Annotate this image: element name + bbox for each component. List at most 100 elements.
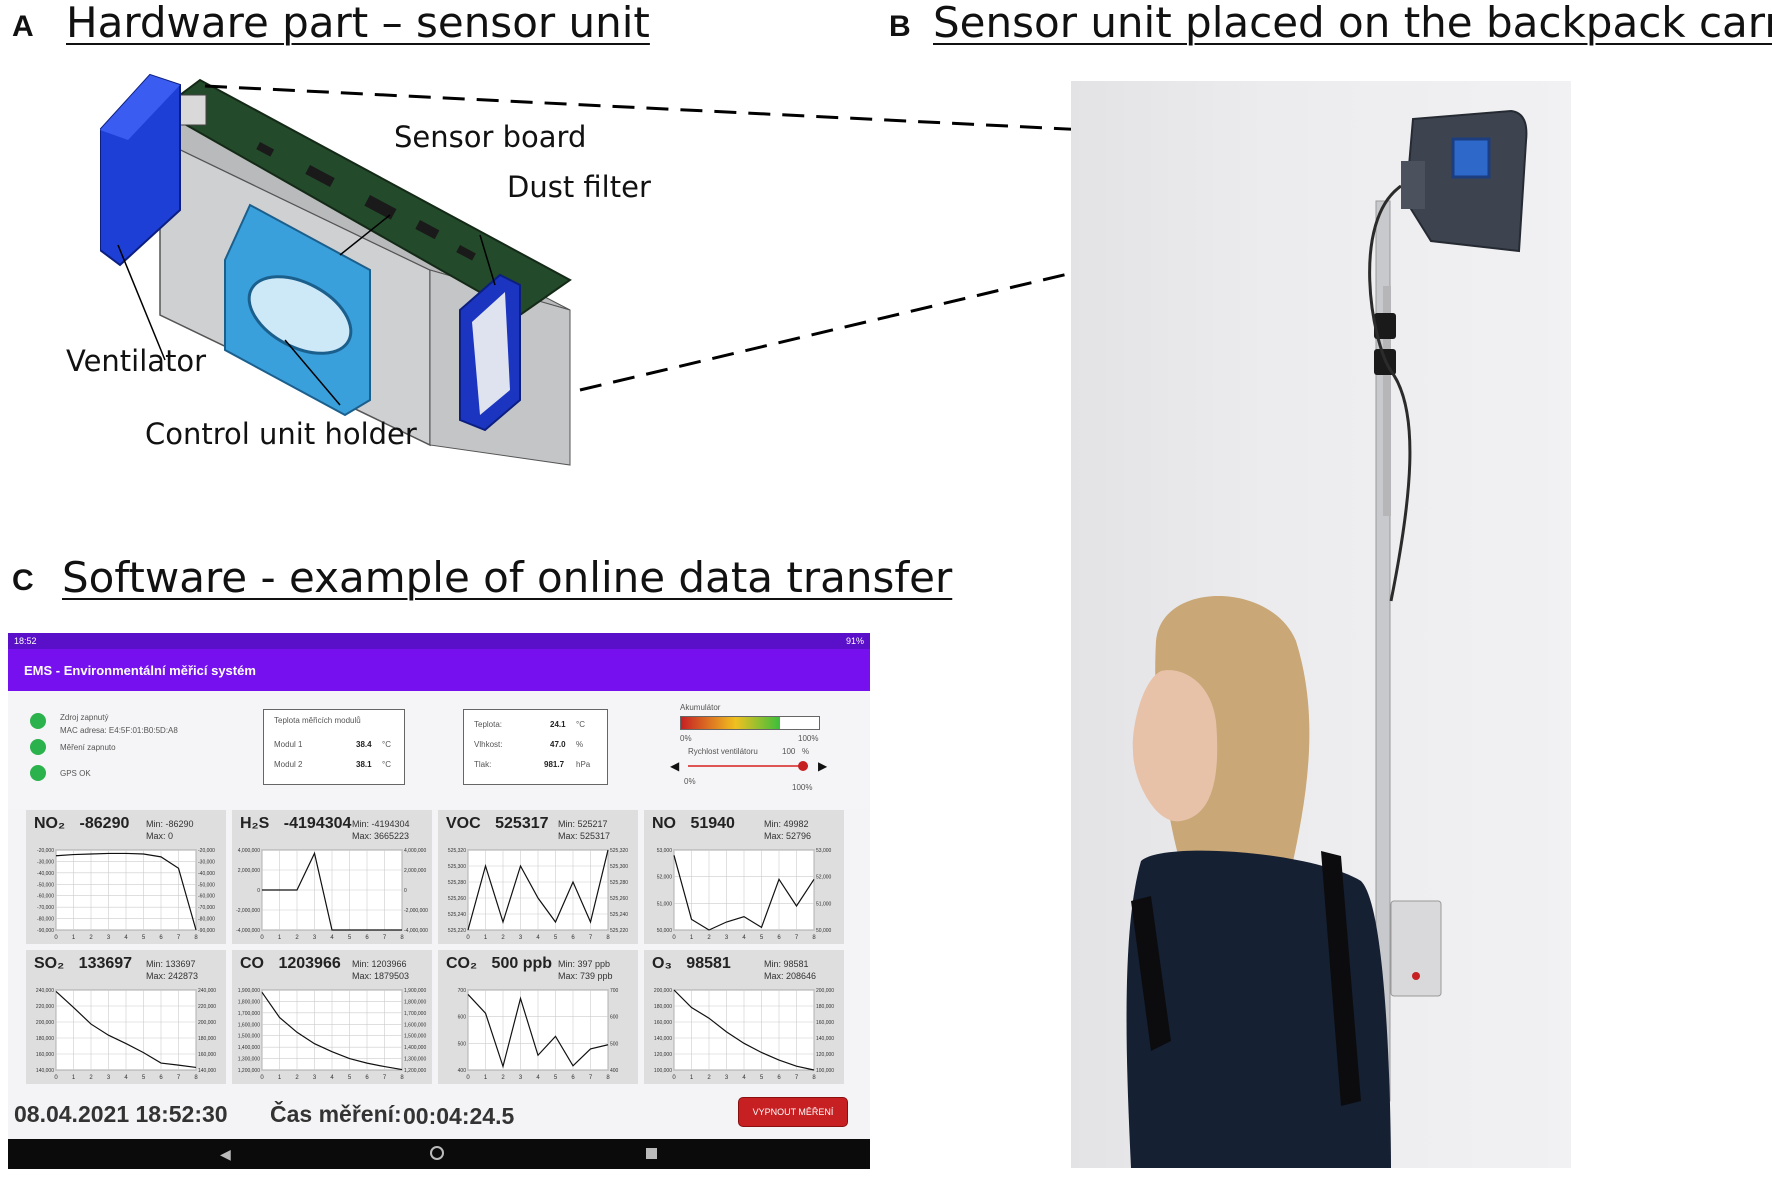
x-tick-label: 0 — [54, 935, 58, 941]
x-tick-label: 8 — [400, 935, 404, 941]
y-tick-label: 600 — [458, 1015, 467, 1021]
series-line — [467, 849, 609, 931]
y-tick-label: 120,000 — [654, 1052, 672, 1058]
x-tick-label: 4 — [536, 1075, 540, 1081]
y-tick-label: -60,000 — [37, 894, 54, 900]
x-tick-label: 4 — [330, 935, 334, 941]
fan-slider-thumb[interactable] — [798, 761, 808, 771]
y-tick-label: 525,260 — [448, 896, 466, 902]
battery-bar — [680, 716, 820, 730]
series-line — [467, 994, 609, 1069]
y-tick-label: 160,000 — [36, 1052, 54, 1058]
sensor-name: O₃ — [652, 955, 672, 972]
x-tick-label: 1 — [690, 935, 694, 941]
x-tick-label: 0 — [260, 935, 264, 941]
module1-label: Modul 1 — [274, 740, 303, 749]
dust-filter-window — [472, 292, 510, 415]
x-tick-label: 8 — [400, 1075, 404, 1081]
fan-min: 0% — [684, 777, 696, 786]
sensor-name: NO₂ — [34, 815, 66, 832]
sensor-min: Min: -4194304 — [352, 819, 410, 829]
y-tick-label: 1,500,000 — [404, 1034, 426, 1040]
module2-number: 38.1 — [356, 760, 372, 769]
sensor-name: H₂S — [240, 815, 270, 832]
y-tick-label: -80,000 — [37, 917, 54, 923]
sensor-name: CO — [240, 955, 264, 972]
holder-opening — [247, 275, 353, 355]
pressure-label: Tlak: — [474, 760, 492, 769]
y-tick-label: -40,000 — [198, 871, 215, 877]
home-icon[interactable] — [430, 1146, 444, 1160]
y-tick-label: 120,000 — [816, 1052, 834, 1058]
status-panel: Zdroj zapnutý MAC adresa: E4:5F:01:B0:5D… — [8, 691, 870, 809]
x-tick-label: 4 — [124, 1075, 128, 1081]
person-face — [1132, 670, 1218, 822]
y-tick-label: 525,280 — [610, 880, 628, 886]
y-tick-label: -40,000 — [37, 871, 54, 877]
label-measuring: Měření zapnuto — [60, 743, 116, 752]
sensor-value: 1203966 — [274, 955, 341, 972]
y-tick-label: 1,300,000 — [404, 1057, 426, 1063]
led-power — [30, 713, 46, 729]
x-tick-label: 8 — [194, 1075, 198, 1081]
x-tick-label: 8 — [606, 935, 610, 941]
y-tick-label: 52,000 — [657, 875, 673, 881]
back-icon[interactable]: ◀ — [220, 1146, 231, 1162]
x-tick-label: 0 — [672, 935, 676, 941]
fan-decrease-icon[interactable]: ◀ — [670, 759, 680, 773]
android-nav-bar: ◀ — [8, 1139, 870, 1169]
y-tick-label: 1,900,000 — [238, 988, 260, 994]
y-tick-label: 0 — [257, 888, 260, 894]
x-tick-label: 7 — [795, 1075, 799, 1081]
x-tick-label: 6 — [365, 935, 369, 941]
sensor-reading: VOC 525317 — [446, 815, 549, 833]
y-tick-label: 400 — [458, 1068, 467, 1074]
x-tick-label: 1 — [278, 1075, 282, 1081]
footer-row: 08.04.2021 18:52:30 Čas měření: 00:04:24… — [8, 1093, 870, 1133]
android-status-bar: 18:52 91% — [8, 633, 870, 649]
y-tick-label: 525,300 — [610, 864, 628, 870]
y-tick-label: 1,700,000 — [238, 1011, 260, 1017]
sensor-reading: CO₂ 500 ppb — [446, 955, 552, 973]
sensor-reading: NO₂ -86290 — [34, 815, 129, 833]
led-measuring — [30, 739, 46, 755]
y-tick-label: -60,000 — [198, 894, 215, 900]
x-tick-label: 5 — [142, 1075, 146, 1081]
y-tick-label: 53,000 — [816, 848, 832, 854]
app-title: EMS - Environmentální měřicí systém — [24, 662, 256, 678]
x-tick-label: 2 — [295, 935, 299, 941]
y-tick-label: 140,000 — [816, 1036, 834, 1042]
y-tick-label: 525,320 — [448, 848, 466, 854]
battery-fill — [681, 717, 781, 729]
sensor-name: SO₂ — [34, 955, 65, 972]
module-temperature-box: Teplota měřicích modulů Modul 1 38.4 °C … — [263, 709, 405, 785]
y-tick-label: 160,000 — [654, 1020, 672, 1026]
stop-measurement-button[interactable]: VYPNOUT MĚŘENÍ — [738, 1097, 848, 1127]
y-tick-label: 1,700,000 — [404, 1011, 426, 1017]
y-tick-label: 2,000,000 — [404, 868, 426, 874]
temp-value-wrap: 24.1 — [550, 720, 566, 729]
y-tick-label: 525,220 — [448, 928, 466, 934]
sensor-max: Max: 208646 — [764, 971, 817, 981]
y-tick-label: 1,200,000 — [404, 1068, 426, 1074]
fan-slider-track[interactable] — [688, 761, 808, 771]
pressure-value: 981.7 — [544, 760, 565, 769]
x-tick-label: 1 — [690, 1075, 694, 1081]
y-tick-label: 100,000 — [816, 1068, 834, 1074]
x-tick-label: 4 — [330, 1075, 334, 1081]
y-tick-label: -90,000 — [198, 928, 215, 934]
tablet-screen: 18:52 91% EMS - Environmentální měřicí s… — [8, 633, 870, 1169]
fan-increase-icon[interactable]: ▶ — [818, 759, 828, 773]
sensor-max: Max: 739 ppb — [558, 971, 613, 981]
recents-icon[interactable] — [646, 1148, 657, 1159]
backpack-strap-front — [1131, 896, 1171, 1051]
pressure-unit: hPa — [576, 760, 591, 769]
